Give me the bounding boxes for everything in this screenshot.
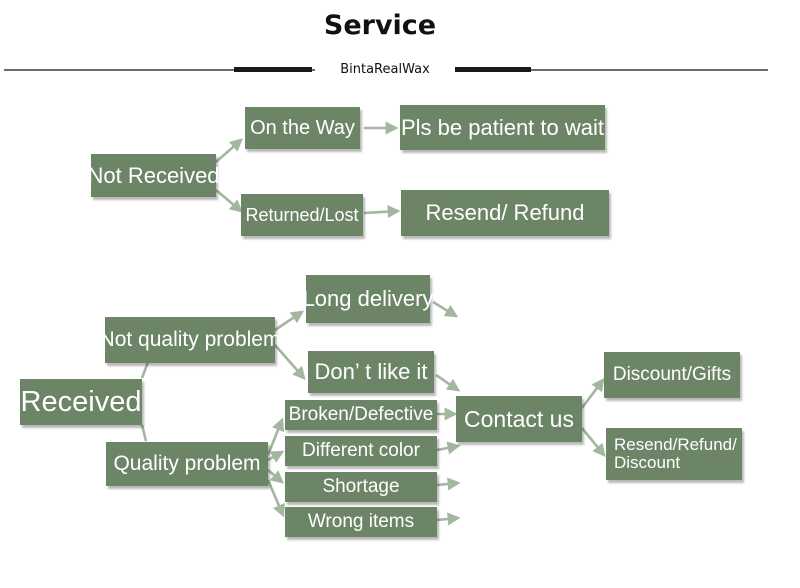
arrow-quality-wrong — [266, 479, 285, 518]
arrow-quality-color — [267, 450, 285, 463]
arrow-notreceived-ontheway — [215, 138, 243, 163]
arrow-color-contact — [436, 441, 461, 455]
arrow-notquality-dontlike — [274, 344, 306, 380]
arrow-shortage-out — [436, 477, 461, 491]
node-contact-us: Contact us — [456, 396, 582, 442]
connector-received-quality — [140, 424, 148, 442]
node-long-delivery: Long delivery — [303, 275, 433, 323]
arrow-quality-broken — [266, 417, 285, 456]
node-be-patient: Pls be patient to wait — [400, 105, 605, 150]
node-different-color: Different color — [285, 436, 437, 466]
brand-label-wrap: BintaRealWax — [315, 60, 455, 80]
arrow-wrong-out — [436, 512, 461, 526]
node-on-the-way: On the Way — [245, 107, 360, 149]
resend-refund-discount-line-1: Resend/Refund/ — [614, 435, 737, 455]
node-resend-refund-discount: Resend/Refund/ Discount — [606, 428, 742, 480]
node-returned-lost: Returned/Lost — [241, 194, 363, 236]
arrow-longdelivery-out — [432, 300, 459, 318]
node-discount-gifts: Discount/Gifts — [604, 352, 740, 398]
arrow-quality-shortage — [267, 469, 284, 484]
node-resend-refund: Resend/ Refund — [401, 190, 609, 236]
node-not-quality-problem: Not quality problem — [100, 317, 280, 363]
header-accent-right — [455, 67, 531, 72]
resend-refund-discount-line-2: Discount — [614, 453, 681, 472]
arrow-notreceived-returned — [215, 189, 243, 213]
node-not-received: Not Received — [87, 154, 220, 197]
arrow-returned-resend — [363, 205, 401, 219]
arrow-contact-resend — [580, 427, 606, 458]
page-title: Service — [323, 10, 437, 41]
node-wrong-items: Wrong items — [285, 507, 437, 537]
node-broken-defective: Broken/Defective — [285, 400, 437, 430]
arrow-contact-discount — [580, 377, 605, 409]
header-accent-left — [234, 67, 312, 72]
arrow-dontlike-contact — [435, 373, 461, 392]
arrow-notquality-longdelivery — [274, 310, 305, 332]
connector-received-notquality — [140, 361, 150, 379]
node-quality-problem: Quality problem — [106, 442, 268, 486]
brand-label: BintaRealWax — [340, 62, 430, 77]
node-dont-like-it: Don’ t like it — [308, 351, 434, 393]
node-shortage: Shortage — [285, 472, 437, 502]
node-received: Received — [20, 379, 142, 425]
